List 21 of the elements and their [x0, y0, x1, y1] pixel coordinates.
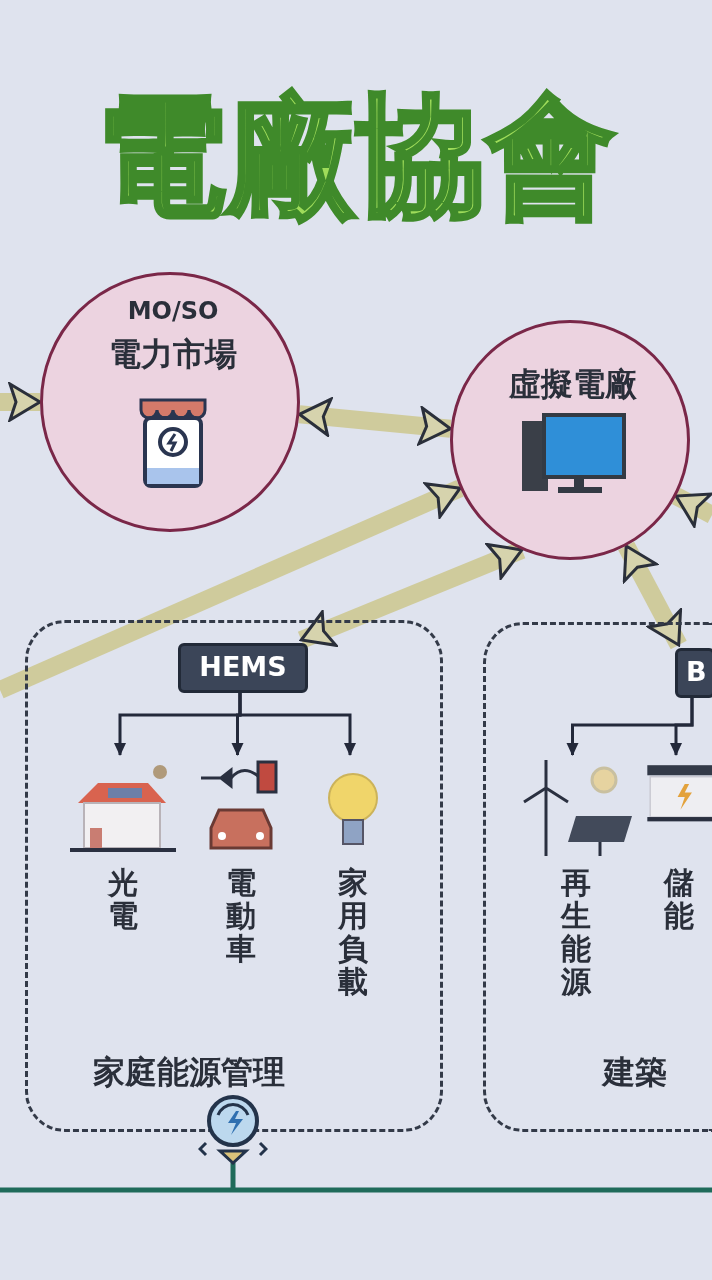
arrow — [671, 488, 712, 528]
arrow — [0, 479, 464, 699]
device-label: 儲能 — [662, 866, 695, 932]
double-arrow — [618, 541, 687, 650]
circle-title: MO/SO — [126, 297, 220, 325]
circle-title: 電力市場 — [108, 334, 238, 375]
device-label: 光電 — [106, 866, 139, 932]
system-label-box: B — [675, 648, 712, 698]
arrow — [0, 382, 42, 422]
group-label: 建築 — [603, 1052, 667, 1093]
dashed-group-frame — [483, 622, 712, 1132]
system-label-box: HEMS — [178, 643, 308, 693]
device-label: 再生能源 — [559, 866, 592, 998]
title: 電廠協會 — [95, 85, 617, 228]
group-label: 家庭能源管理 — [93, 1052, 285, 1093]
dashed-group-frame — [25, 620, 443, 1132]
device-label: 家用負載 — [337, 866, 369, 998]
device-label: 電動車 — [224, 866, 257, 965]
double-arrow — [297, 397, 452, 446]
circle-title: 虛擬電廠 — [508, 364, 638, 405]
double-arrow — [297, 541, 526, 649]
